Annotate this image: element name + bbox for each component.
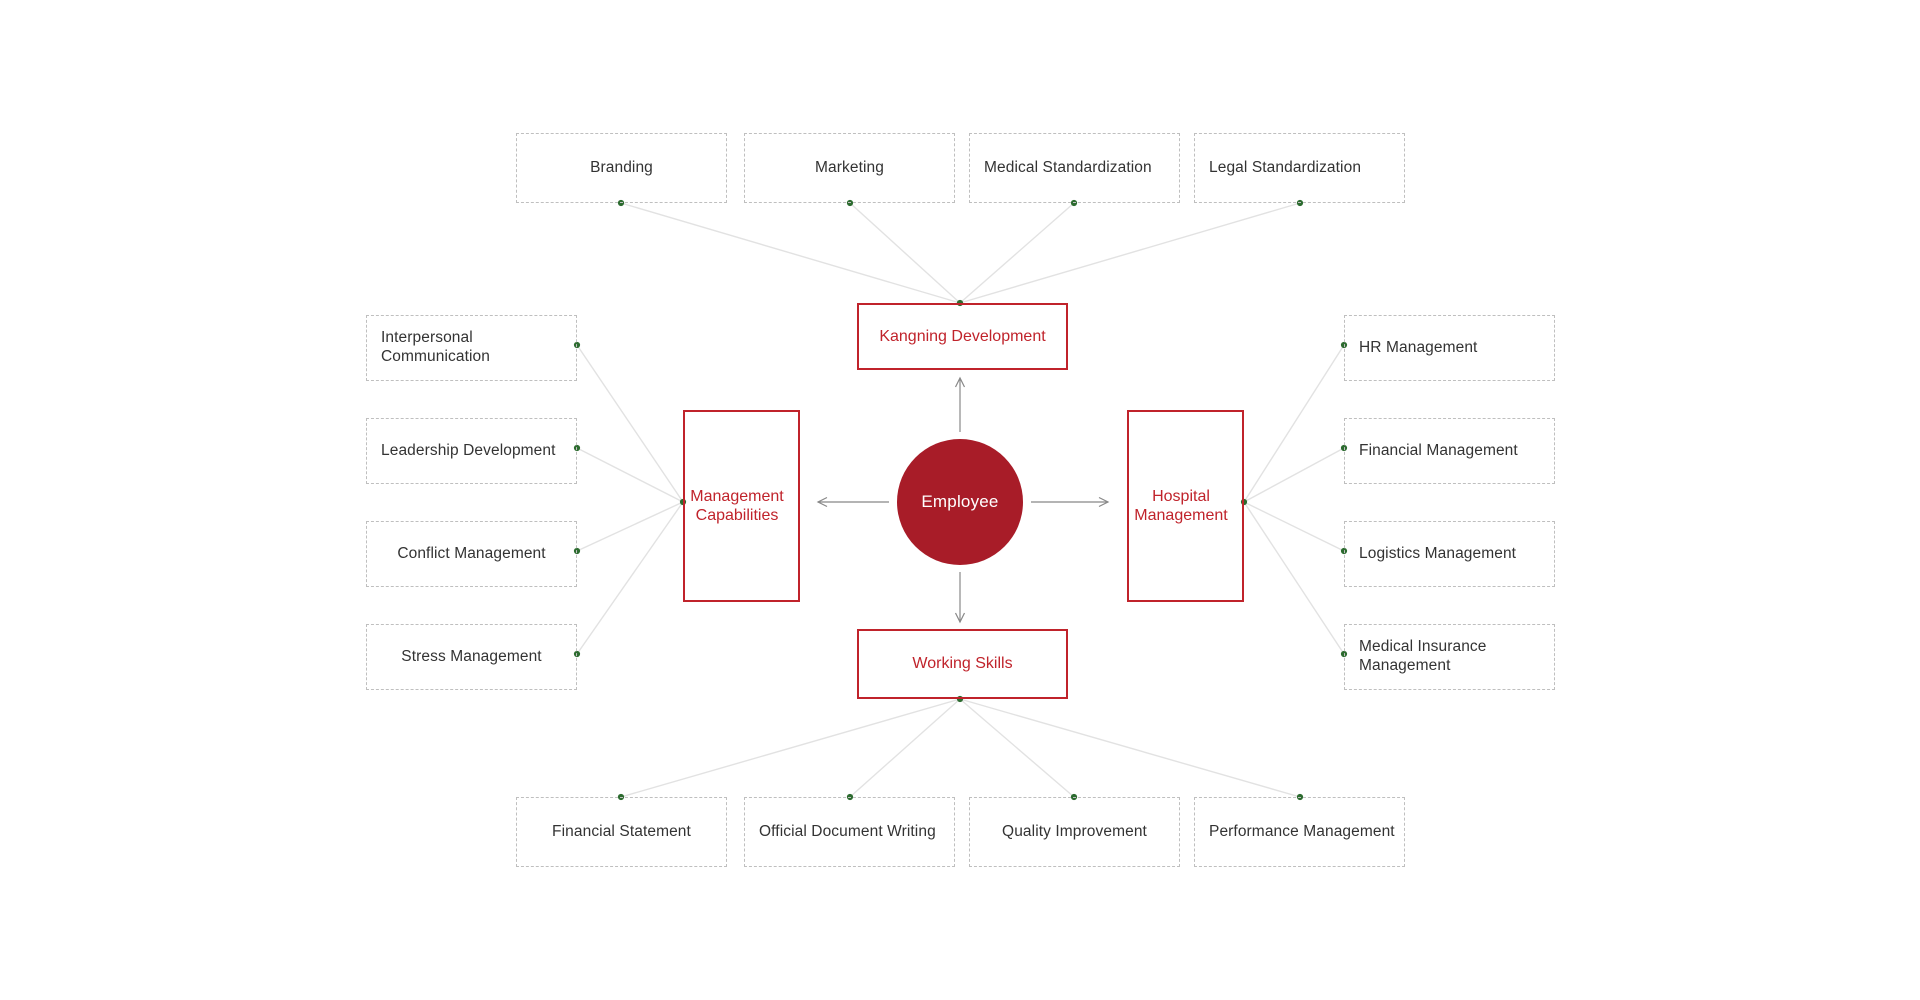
- leaf-label: Stress Management: [401, 647, 542, 665]
- leaf-label: Financial Statement: [552, 822, 691, 840]
- leaf-node[interactable]: Medical Insurance Management: [1344, 624, 1555, 690]
- leaf-label: Branding: [590, 158, 653, 176]
- connector-dot: [1296, 199, 1304, 207]
- leaf-node[interactable]: Logistics Management: [1344, 521, 1555, 587]
- leaf-node[interactable]: Branding: [516, 133, 727, 203]
- hub-to-kangning-development: [954, 376, 966, 432]
- leaf-node[interactable]: Quality Improvement: [969, 797, 1180, 867]
- leaf-node[interactable]: Leadership Development: [366, 418, 577, 484]
- leaf-node[interactable]: HR Management: [1344, 315, 1555, 381]
- leaf-label: Medical Standardization: [984, 158, 1152, 176]
- leaf-node[interactable]: Interpersonal Communication: [366, 315, 577, 381]
- category-label: Kangning Development: [879, 327, 1046, 345]
- leaf-node[interactable]: Marketing: [744, 133, 955, 203]
- leaf-node[interactable]: Medical Standardization: [969, 133, 1180, 203]
- leaf-node[interactable]: Stress Management: [366, 624, 577, 690]
- connector-dot: [1070, 199, 1078, 207]
- connector-dot: [573, 444, 581, 452]
- category-management-capabilities[interactable]: Management Capabilities: [683, 410, 800, 602]
- leaf-node[interactable]: Conflict Management: [366, 521, 577, 587]
- category-working-skills[interactable]: Working Skills: [857, 629, 1068, 699]
- connector-dot: [573, 650, 581, 658]
- leaf-node[interactable]: Performance Management: [1194, 797, 1405, 867]
- hub-to-management-capabilities: [816, 496, 889, 508]
- category-label: Hospital Management: [1134, 487, 1228, 524]
- leaf-label: Legal Standardization: [1209, 158, 1362, 176]
- category-kangning-development[interactable]: Kangning Development: [857, 303, 1068, 370]
- leaf-label: HR Management: [1359, 338, 1478, 356]
- leaf-label: Official Document Writing: [759, 822, 936, 840]
- category-label: Working Skills: [912, 655, 1013, 673]
- connector-dot: [573, 547, 581, 555]
- connector-dot: [617, 199, 625, 207]
- leaf-label: Quality Improvement: [1002, 822, 1147, 840]
- leaf-label: Conflict Management: [397, 544, 546, 562]
- leaf-label: Interpersonal Communication: [381, 329, 490, 365]
- hub-node-employee[interactable]: Employee: [897, 439, 1023, 565]
- leaf-node[interactable]: Financial Statement: [516, 797, 727, 867]
- category-hospital-management[interactable]: Hospital Management: [1127, 410, 1244, 602]
- leaf-label: Financial Management: [1359, 441, 1518, 459]
- connector-dot: [573, 341, 581, 349]
- hub-to-working-skills: [954, 572, 966, 624]
- leaf-label: Logistics Management: [1359, 544, 1517, 562]
- leaf-node[interactable]: Financial Management: [1344, 418, 1555, 484]
- leaf-label: Leadership Development: [381, 441, 556, 459]
- hub-label: Employee: [921, 492, 999, 511]
- category-label: Management Capabilities: [690, 487, 784, 524]
- leaf-node[interactable]: Legal Standardization: [1194, 133, 1405, 203]
- hub-to-hospital-management: [1031, 496, 1110, 508]
- connector-dot: [846, 199, 854, 207]
- leaf-label: Marketing: [815, 158, 884, 176]
- leaf-node[interactable]: Official Document Writing: [744, 797, 955, 867]
- leaf-label: Medical Insurance Management: [1359, 638, 1487, 674]
- leaf-label: Performance Management: [1209, 822, 1395, 840]
